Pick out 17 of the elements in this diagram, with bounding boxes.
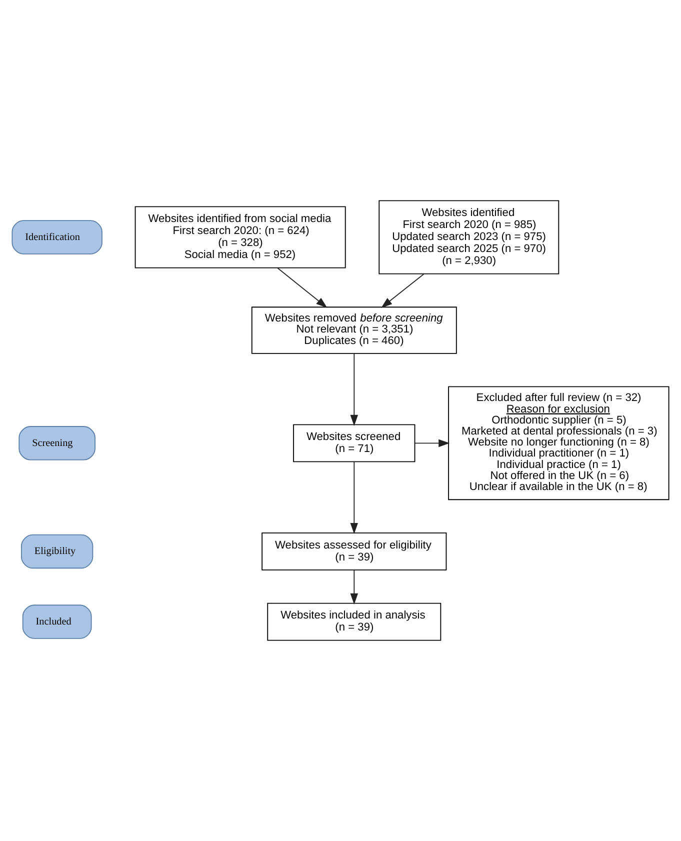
node-box: Identification: [12, 220, 102, 254]
arrow: [414, 439, 450, 448]
node-box: Websites screened (n = 71): [293, 424, 416, 462]
node-box: Eligibility: [20, 534, 94, 569]
node-box: Websites identified First search 2020 (n = 985) Updated search 2023 (n = 975) Updated search 2025 (n = 970) (n = 2,930): [378, 200, 560, 274]
arrow: [350, 461, 358, 534]
node-box: Websites identified from social media First search 2020: (n = 624) (n = 328) Social media (n = 952): [134, 206, 346, 268]
node-box: Websites assessed for eligibility (n = 39): [262, 532, 447, 570]
arrow: [350, 570, 358, 604]
arrow: [277, 268, 328, 308]
node-box: Excluded after full review (n = 32) Reason for exclusion Orthodontic supplier (n = 5) Marketed at dental professionals (n = 3) Website no longer functioning (n = 8) Individual practitioner (n = 1) Individual practice (n = 1) Not offered in the UK (n = 6) Unclear if available in the UK (n = 8): [448, 386, 670, 500]
arrow: [350, 353, 358, 426]
node-box: Websites included in analysis (n = 39): [267, 602, 442, 641]
arrow: [381, 273, 424, 308]
node-box: Included: [22, 604, 92, 639]
node-box: Websites removed before screening Not relevant (n = 3,351) Duplicates (n = 460): [251, 306, 457, 354]
node-box: Screening: [18, 426, 96, 460]
